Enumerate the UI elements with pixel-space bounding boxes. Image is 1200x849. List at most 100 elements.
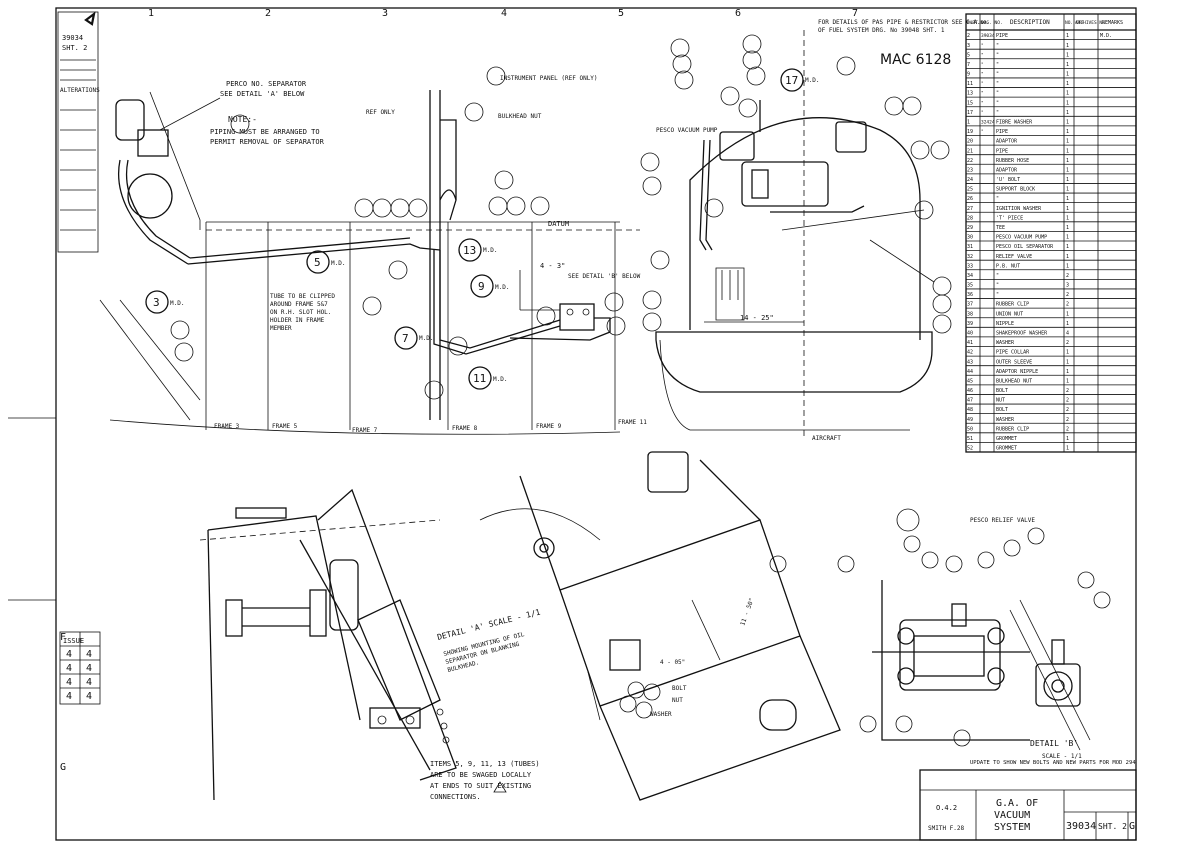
table-cell: PESCO VACUUM PUMP xyxy=(996,235,1047,241)
table-cell: 1 xyxy=(1066,446,1069,452)
left-margin-block: 39034 SHT. 2 ALTERATIONS xyxy=(57,11,100,253)
tube-note: MEMBER xyxy=(270,325,292,332)
frame-label: FRAME 3 xyxy=(214,423,240,430)
table-cell: 1 xyxy=(1066,311,1069,317)
table-cell: 1 xyxy=(1066,81,1069,87)
vacuum-pump-label: PESCO VACUUM PUMP xyxy=(656,127,718,134)
table-cell: 1 xyxy=(1066,225,1069,231)
table-cell: 34 xyxy=(967,273,973,279)
zone-number: 1 xyxy=(148,8,154,19)
table-cell: 51 xyxy=(967,436,973,442)
table-cell: 2 xyxy=(967,33,970,39)
tube-note: TUBE TO BE CLIPPED xyxy=(270,293,335,300)
table-cell: 3 xyxy=(1066,283,1069,289)
table-cell: 1 xyxy=(1066,206,1069,212)
table-cell: GROMMET xyxy=(996,436,1017,442)
note-line: PIPING MUST BE ARRANGED TO xyxy=(210,128,320,136)
frame-label: FRAME 5 xyxy=(272,423,298,430)
tube-note: AROUND FRAME 5&7 xyxy=(270,301,328,308)
table-cell: NIPPLE xyxy=(996,321,1014,327)
table-cell: " xyxy=(981,91,984,97)
table-cell: 27 xyxy=(967,206,973,212)
detail-b-view: DETAIL 'B' SCALE - 1/1 PESCO RELIEF VALV… xyxy=(837,508,1111,760)
svg-text:7: 7 xyxy=(402,332,409,345)
table-cell: 1 xyxy=(1066,244,1069,250)
table-cell: BULKHEAD NUT xyxy=(996,378,1032,384)
table-cell: 32424 xyxy=(981,120,995,126)
table-cell: 43 xyxy=(967,359,973,365)
table-cell: 24 xyxy=(967,177,973,183)
table-cell: " xyxy=(996,110,999,116)
table-cell: 1 xyxy=(1066,120,1069,126)
ref-only-label: REF ONLY xyxy=(366,109,395,116)
table-cell: 1 xyxy=(1066,139,1069,145)
margin-sheet: SHT. 2 xyxy=(62,44,87,52)
table-cell: 1 xyxy=(1066,129,1069,135)
table-cell: 42 xyxy=(967,350,973,356)
svg-text:11: 11 xyxy=(473,372,486,385)
items-note-line: ARE TO BE SWAGED LOCALLY xyxy=(430,771,532,779)
zone-numbers: 1 2 3 4 5 6 7 F G xyxy=(60,8,858,773)
zone-number: 4 xyxy=(501,8,507,19)
centre-bolt-label: BOLT xyxy=(672,685,687,692)
table-cell: RELIEF VALVE xyxy=(996,254,1032,260)
svg-text:13: 13 xyxy=(463,244,476,257)
main-side-view: DATUM PERCO NO. SEPARATOR SEE DETAIL 'A'… xyxy=(99,75,647,435)
table-cell: 1 xyxy=(1066,378,1069,384)
table-cell: 39034 xyxy=(981,33,995,39)
frame-label: FRAME 11 xyxy=(618,419,647,426)
table-cell: BOLT xyxy=(996,407,1008,413)
centre-nut-label: NUT xyxy=(672,697,683,704)
issue-cell: 4 xyxy=(86,691,92,702)
table-cell: 21 xyxy=(967,148,973,154)
top-note: FOR DETAILS OF PAS PIPE & RESTRICTOR SEE… xyxy=(818,19,981,26)
items-note: ITEMS 5, 9, 11, 13 (TUBES) ARE TO BE SWA… xyxy=(430,760,540,801)
issue-cell: 4 xyxy=(66,691,72,702)
frame-label: FRAME 9 xyxy=(536,423,562,430)
table-cell: 1 xyxy=(1066,215,1069,221)
table-cell: 'T' PIECE xyxy=(996,215,1023,221)
issue-cell: 4 xyxy=(86,663,92,674)
table-cell: 9 xyxy=(967,72,970,78)
table-cell: 38 xyxy=(967,311,973,317)
table-cell: 1 xyxy=(1066,43,1069,49)
table-cell: 1 xyxy=(1066,235,1069,241)
table-cell: 17 xyxy=(967,110,973,116)
note-line: PERMIT REMOVAL OF SEPARATOR xyxy=(210,138,325,146)
table-cell: SHAKEPROOF WASHER xyxy=(996,331,1048,337)
see-detail-b: SEE DETAIL 'B' BELOW xyxy=(568,273,641,280)
issue-cell: 4 xyxy=(66,649,72,660)
table-cell: 2 xyxy=(1066,417,1069,423)
table-cell: 1 xyxy=(1066,100,1069,106)
table-cell: 1 xyxy=(1066,436,1069,442)
table-cell: NUT xyxy=(996,398,1005,404)
table-cell: 1 xyxy=(1066,350,1069,356)
table-cell: " xyxy=(981,110,984,116)
table-cell: 1 xyxy=(1066,263,1069,269)
svg-text:M.D.: M.D. xyxy=(331,260,345,267)
table-cell: " xyxy=(981,81,984,87)
table-cell: 2 xyxy=(1066,388,1069,394)
table-cell: 2 xyxy=(1066,273,1069,279)
table-cell: ADAPTOR xyxy=(996,139,1018,145)
table-cell: 1 xyxy=(1066,72,1069,78)
table-cell: 1 xyxy=(967,120,970,126)
table-cell: 49 xyxy=(967,417,973,423)
table-cell: 5 xyxy=(967,52,970,58)
issue-table: ISSUE 4 4 4 4 4 4 4 4 xyxy=(59,631,101,705)
frame-label: FRAME 8 xyxy=(452,425,478,432)
zone-number: 5 xyxy=(618,8,624,19)
table-cell: 29 xyxy=(967,225,973,231)
note-heading: NOTE:- xyxy=(228,115,257,124)
table-cell: 2 xyxy=(1066,407,1069,413)
table-header: ARCHIVES No. xyxy=(1075,20,1108,26)
items-note-line: CONNECTIONS. xyxy=(430,793,481,801)
table-header: NO. OFF xyxy=(1065,20,1084,26)
table-cell: 1 xyxy=(1066,52,1069,58)
table-cell: RUBBER CLIP xyxy=(996,426,1029,432)
instrument-panel-label: INSTRUMENT PANEL (REF ONLY) xyxy=(500,75,598,82)
table-cell: " xyxy=(996,62,999,68)
